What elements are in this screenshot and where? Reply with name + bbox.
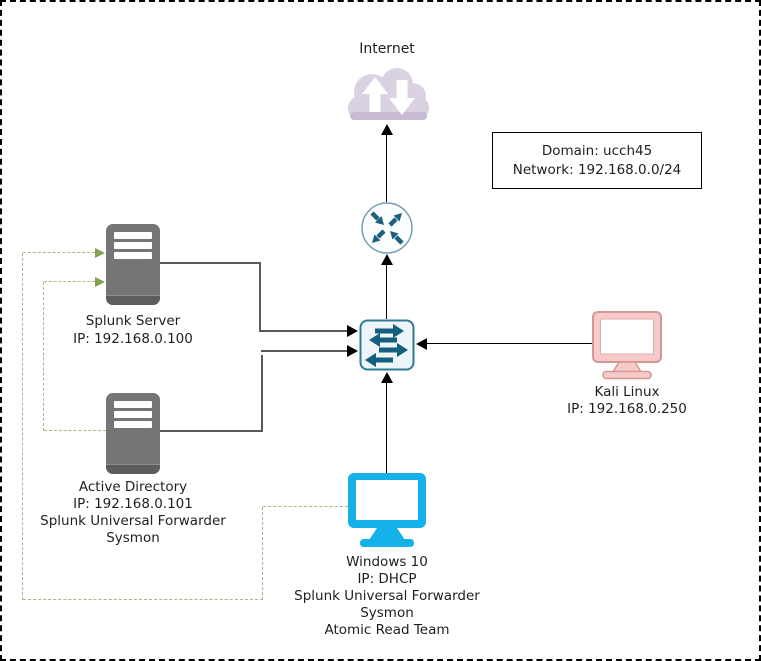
line-segment [386, 135, 387, 202]
line-segment [386, 265, 387, 319]
splunk-server-labels: Splunk Server IP: 192.168.0.100 [33, 312, 233, 348]
dashed-segment [43, 282, 44, 431]
line-segment [160, 262, 260, 264]
dashed-segment [23, 599, 263, 600]
green-arrowhead-right [95, 277, 105, 287]
arrowhead-right [347, 325, 358, 337]
line-segment [261, 350, 347, 352]
line-segment [386, 383, 387, 473]
line-segment [160, 430, 263, 432]
server-slot [114, 242, 152, 249]
server-slot [114, 232, 152, 239]
dashed-segment [44, 281, 95, 282]
arrowhead-up [381, 254, 393, 265]
dashed-segment [44, 430, 106, 431]
active-directory-icon [106, 393, 160, 474]
dashed-segment [22, 253, 23, 600]
windows10-software-3: Atomic Read Team [324, 622, 450, 638]
splunk-server-icon [106, 224, 160, 305]
server-slot [114, 252, 152, 259]
internet-cloud-icon [348, 68, 429, 120]
windows10-monitor-icon [348, 473, 426, 547]
dashed-segment [262, 507, 263, 600]
line-segment [261, 355, 263, 432]
windows10-software-2: Sysmon [360, 605, 414, 621]
server-slot [114, 421, 152, 428]
green-arrowhead-right [95, 248, 105, 258]
dashed-segment [23, 252, 95, 253]
windows10-label: Windows 10 [346, 554, 428, 570]
arrowhead-up [381, 124, 393, 135]
active-directory-ip: IP: 192.168.0.101 [73, 496, 193, 512]
kali-linux-label: Kali Linux [594, 384, 660, 400]
splunk-server-label: Splunk Server [85, 313, 181, 329]
router-icon [361, 202, 413, 254]
switch-icon [359, 319, 415, 371]
kali-linux-monitor-icon [592, 311, 662, 380]
dashed-segment [263, 506, 348, 507]
server-slot [114, 411, 152, 418]
active-directory-labels: Active Directory IP: 192.168.0.101 Splun… [8, 479, 258, 547]
server-base [106, 295, 160, 305]
server-slot [114, 401, 152, 408]
active-directory-label: Active Directory [78, 479, 188, 495]
internet-label: Internet [359, 41, 415, 57]
arrowhead-up [381, 372, 393, 383]
windows10-labels: Windows 10 IP: DHCP Splunk Universal For… [287, 554, 487, 639]
active-directory-software-1: Splunk Universal Forwarder [40, 513, 226, 529]
splunk-server-ip: IP: 192.168.0.100 [73, 331, 193, 347]
server-base [106, 464, 160, 474]
kali-linux-labels: Kali Linux IP: 192.168.0.250 [547, 384, 707, 418]
domain-text: Domain: ucch45 [541, 143, 653, 159]
network-text: Network: 192.168.0.0/24 [512, 161, 682, 178]
line-segment [259, 262, 261, 331]
arrowhead-right [347, 345, 358, 357]
line-segment [259, 330, 347, 332]
arrowhead-left [416, 338, 427, 350]
windows10-ip: IP: DHCP [357, 571, 417, 587]
domain-info-box: Domain: ucch45 Network: 192.168.0.0/24 [492, 132, 702, 189]
windows10-software-1: Splunk Universal Forwarder [294, 588, 480, 604]
kali-linux-ip: IP: 192.168.0.250 [567, 401, 687, 417]
line-segment [427, 343, 592, 344]
active-directory-software-2: Sysmon [106, 530, 160, 546]
